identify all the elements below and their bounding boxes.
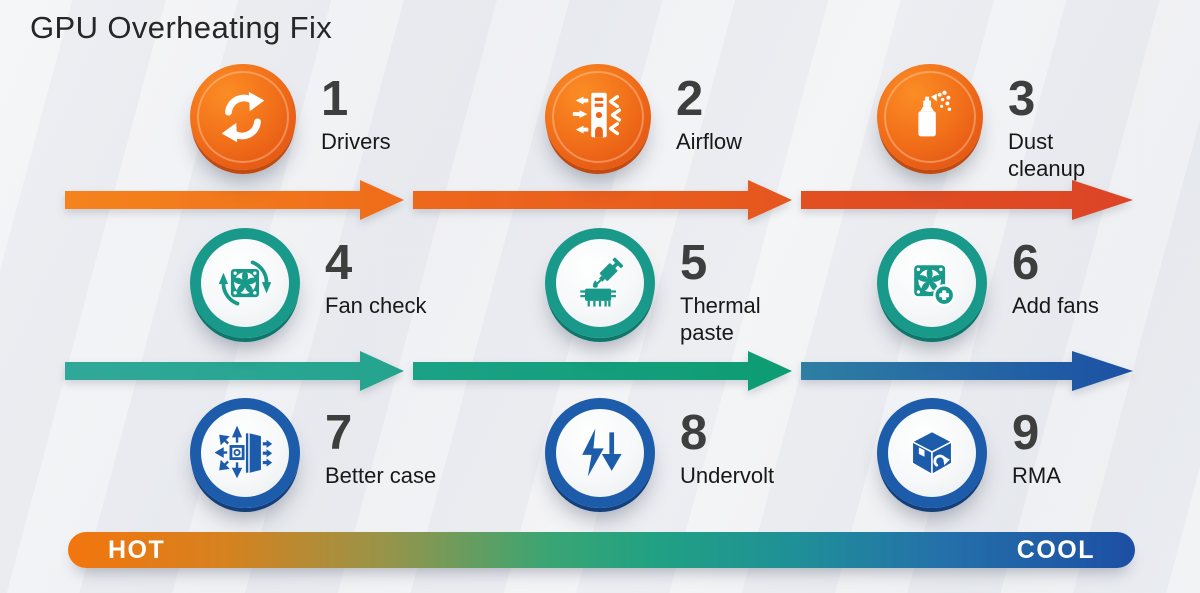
fan-check-badge [190, 228, 300, 338]
add-fans-badge [877, 228, 987, 338]
step-better-case: 7 Better case [190, 398, 436, 508]
step-number: 8 [680, 406, 708, 460]
step-number: 1 [321, 72, 349, 126]
dust-cleanup-badge [877, 64, 983, 170]
step-number: 4 [325, 236, 353, 290]
hot-arrow [65, 180, 1133, 220]
spray-can-icon [918, 90, 952, 137]
fan-rotate-icon [218, 260, 272, 306]
rma-badge [877, 398, 987, 508]
step-label: Airflow [676, 128, 743, 154]
hot-cool-scale: HOT COOL [68, 532, 1135, 568]
bolt-down-icon [582, 428, 622, 477]
undervolt-badge [545, 398, 655, 508]
step-fan-check: 4 Fan check [190, 228, 427, 338]
step-label: Fan check [325, 292, 427, 318]
better-case-badge [190, 398, 300, 508]
step-number: 7 [325, 406, 353, 460]
step-label: Add fans [1012, 292, 1099, 318]
step-label: Drivers [321, 128, 391, 154]
step-thermal-paste: 5 Thermal paste [545, 228, 772, 346]
pc-airflow-icon [572, 92, 622, 138]
step-dust-cleanup: 3 Dust cleanup [877, 64, 1100, 182]
fan-plus-icon [914, 265, 956, 307]
step-number: 3 [1008, 72, 1036, 126]
step-rma: 9 RMA [877, 398, 1061, 508]
step-label: Better case [325, 462, 437, 488]
step-label: Dust cleanup [1008, 128, 1086, 181]
step-undervolt: 8 Undervolt [545, 398, 774, 508]
drivers-badge [190, 64, 296, 170]
step-airflow: 2 Airflow [545, 64, 742, 170]
step-number: 5 [680, 236, 708, 290]
case-airflow-icon [215, 425, 273, 479]
page-title: GPU Overheating Fix [30, 10, 333, 45]
cool-arrow [65, 351, 1133, 391]
step-number: 6 [1012, 236, 1040, 290]
step-label: Undervolt [680, 462, 775, 488]
step-label: Thermal paste [680, 292, 761, 345]
refresh-icon [221, 91, 265, 143]
thermal-paste-badge [545, 228, 655, 338]
step-number: 2 [676, 72, 704, 126]
hot-label: HOT [108, 535, 166, 564]
step-add-fans: 6 Add fans [877, 228, 1099, 338]
step-label: RMA [1012, 462, 1061, 488]
syringe-chip-icon [580, 257, 624, 307]
cool-label: COOL [1016, 535, 1095, 564]
airflow-badge [545, 64, 651, 170]
return-box-icon [911, 430, 953, 476]
step-number: 9 [1012, 406, 1040, 460]
step-drivers: 1 Drivers [190, 64, 391, 170]
